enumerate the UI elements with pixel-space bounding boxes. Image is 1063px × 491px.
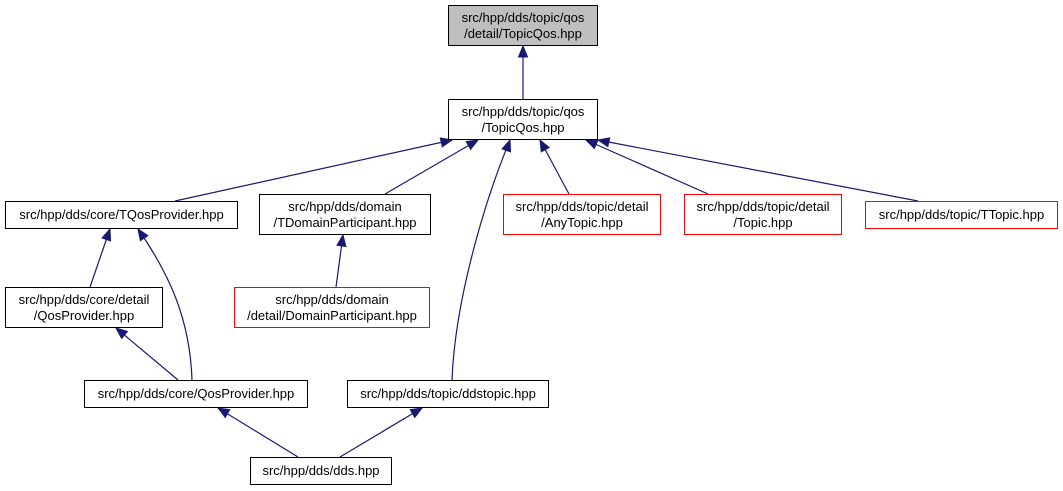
node-label-line: src/hpp/dds/topic/detail <box>696 198 830 214</box>
arrowhead <box>336 233 347 248</box>
node-ttopic[interactable]: src/hpp/dds/topic/TTopic.hpp <box>865 201 1058 229</box>
node-qosprovider-detail[interactable]: src/hpp/dds/core/detail /QosProvider.hpp <box>5 287 163 328</box>
dependency-edge <box>174 139 453 202</box>
arrowhead <box>114 327 129 340</box>
dependency-edge <box>339 407 423 458</box>
node-label-line: /detail/TopicQos.hpp <box>464 25 582 41</box>
arrowhead <box>596 137 611 148</box>
node-label-line: src/hpp/dds/core/QosProvider.hpp <box>97 386 295 401</box>
node-anytopic[interactable]: src/hpp/dds/topic/detail /AnyTopic.hpp <box>503 194 661 235</box>
node-label-line: src/hpp/dds/topic/TTopic.hpp <box>878 207 1045 222</box>
arrowhead <box>465 139 480 151</box>
dependency-edge <box>597 139 919 202</box>
node-label-line: /TDomainParticipant.hpp <box>273 214 417 230</box>
arrowhead <box>216 407 231 419</box>
node-label-line: src/hpp/dds/core/detail <box>18 291 150 307</box>
node-topicqos-detail[interactable]: src/hpp/dds/topic/qos /detail/TopicQos.h… <box>448 5 598 46</box>
node-label-line: src/hpp/dds/topic/detail <box>515 198 649 214</box>
node-label-line: src/hpp/dds/topic/qos <box>461 9 585 25</box>
arrowhead <box>501 138 512 153</box>
node-label-line: src/hpp/dds/core/TQosProvider.hpp <box>19 207 224 222</box>
node-label-line: /QosProvider.hpp <box>33 307 135 323</box>
dependency-edge <box>217 407 299 458</box>
node-label-line: src/hpp/dds/domain <box>288 198 402 214</box>
node-tqosprovider[interactable]: src/hpp/dds/core/TQosProvider.hpp <box>5 201 238 229</box>
dependency-edge <box>585 139 709 195</box>
node-tdomainparticipant[interactable]: src/hpp/dds/domain /TDomainParticipant.h… <box>259 194 431 235</box>
node-label-line: /AnyTopic.hpp <box>541 214 623 230</box>
node-ddstopic[interactable]: src/hpp/dds/topic/ddstopic.hpp <box>347 380 549 408</box>
node-label-line: src/hpp/dds/dds.hpp <box>262 463 380 478</box>
node-label-line: src/hpp/dds/topic/ddstopic.hpp <box>360 386 536 401</box>
dependency-edge <box>384 139 479 195</box>
node-dds[interactable]: src/hpp/dds/dds.hpp <box>250 457 392 485</box>
node-topicqos[interactable]: src/hpp/dds/topic/qos /TopicQos.hpp <box>448 99 598 140</box>
arrowhead <box>539 138 551 153</box>
dependency-edge <box>451 139 511 381</box>
node-topic-detail[interactable]: src/hpp/dds/topic/detail /Topic.hpp <box>684 194 842 235</box>
dependency-edge <box>115 327 179 381</box>
node-qosprovider[interactable]: src/hpp/dds/core/QosProvider.hpp <box>84 380 308 408</box>
arrowhead <box>101 227 112 242</box>
arrowhead <box>439 137 454 148</box>
arrowhead <box>517 44 529 58</box>
arrowhead <box>584 139 599 150</box>
dependency-edge <box>137 228 193 381</box>
node-label-line: /TopicQos.hpp <box>481 119 565 135</box>
node-label-line: src/hpp/dds/topic/qos <box>461 103 585 119</box>
arrowhead <box>137 227 149 242</box>
node-label-line: /detail/DomainParticipant.hpp <box>247 307 417 323</box>
node-label-line: src/hpp/dds/domain <box>275 291 389 307</box>
arrowhead <box>409 407 424 419</box>
node-label-line: /Topic.hpp <box>733 214 793 230</box>
node-domainparticipant-detail[interactable]: src/hpp/dds/domain /detail/DomainPartici… <box>234 287 430 328</box>
